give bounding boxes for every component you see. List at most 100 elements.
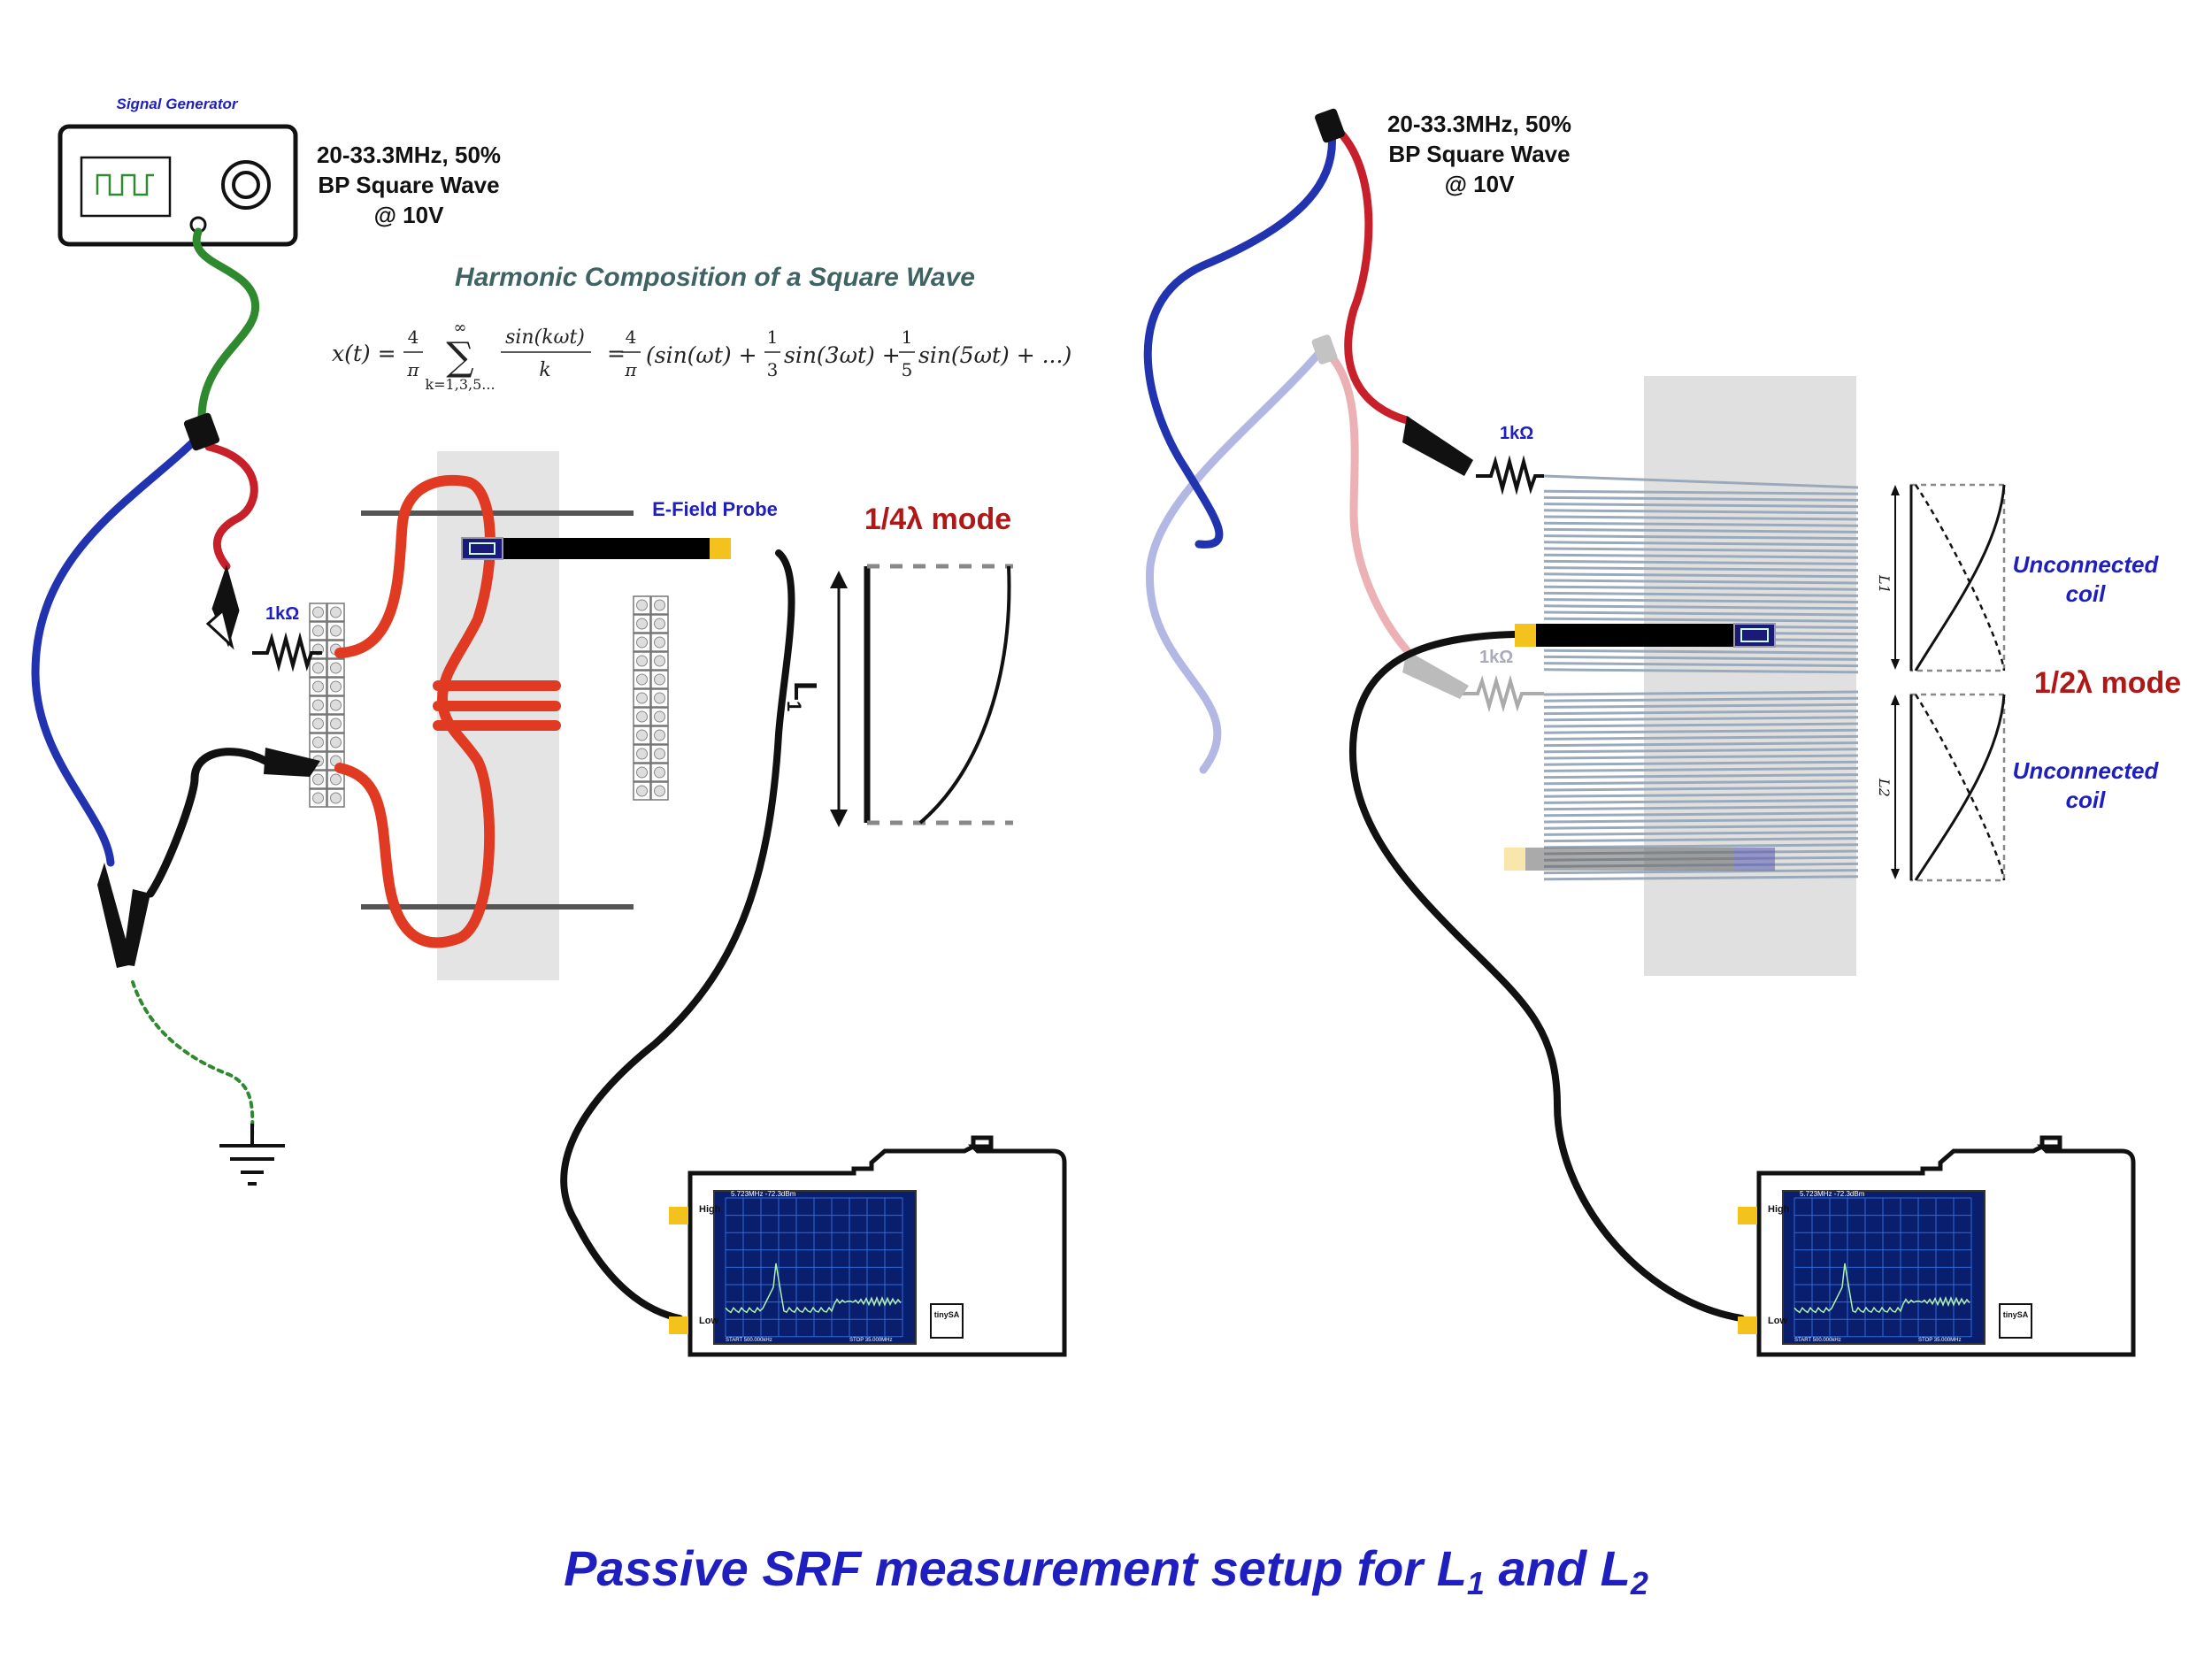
- port-low-label: Low: [699, 1316, 718, 1326]
- wire-junction-connector[interactable]: [183, 412, 220, 452]
- ferrite-core-left: [437, 451, 559, 980]
- formula-heading: Harmonic Composition of a Square Wave: [455, 263, 975, 292]
- brand-label: tinySA: [934, 1310, 960, 1319]
- alligator-clip-ground-pair[interactable]: [97, 863, 150, 968]
- marker-readout: 5.723MHz -72.3dBm: [1800, 1190, 1865, 1198]
- formula-lhs: x(t) =: [332, 341, 396, 366]
- start-freq: START 500.000kHz: [1794, 1338, 1841, 1343]
- formula-sum-top: ∞: [454, 319, 467, 337]
- formula-frac-num: sin(kωt): [505, 326, 585, 349]
- coil-top-label-1: Unconnected: [2013, 551, 2160, 578]
- resistor-icon-right: [1476, 455, 1544, 495]
- half-wave-mode-label: 1/2λ mode: [2034, 666, 2181, 700]
- coil-bottom-label-1: Unconnected: [2013, 757, 2160, 784]
- quarter-wave-mode-label: 1/4λ mode: [864, 503, 1011, 536]
- resistor-label-ghost: 1kΩ: [1479, 648, 1513, 667]
- right-spec-line-2: BP Square Wave: [1388, 141, 1570, 167]
- alligator-clip-red[interactable]: [205, 564, 240, 650]
- formula-pi-2: π: [624, 359, 637, 380]
- e-field-probe-left[interactable]: E-Field Probe: [461, 498, 778, 560]
- probe-right-tip: [1733, 623, 1776, 648]
- probe-right-connector: [1515, 624, 1536, 647]
- spec-line-1: 20-33.3MHz, 50%: [317, 142, 501, 168]
- coil-l1: [334, 474, 561, 948]
- wave-label-l1: L1: [1876, 574, 1893, 594]
- square-wave-formula: Harmonic Composition of a Square Wave x(…: [332, 263, 1071, 393]
- ground-symbol-icon: [219, 1124, 285, 1186]
- port-high-connector[interactable]: [669, 1207, 688, 1224]
- probe-label: E-Field Probe: [652, 498, 778, 520]
- right-spec-line-1: 20-33.3MHz, 50%: [1387, 111, 1571, 137]
- e-field-probe-right[interactable]: [1515, 623, 1776, 648]
- generator-spec-text: 20-33.3MHz, 50% BP Square Wave @ 10V: [317, 142, 501, 228]
- resistor-label-left: 1kΩ: [265, 604, 299, 624]
- tinysa-logo: [1999, 1303, 2032, 1339]
- formula-fifth-num: 1: [902, 326, 913, 348]
- resistor-icon-left: [252, 632, 322, 672]
- generator-knob-inner: [232, 171, 260, 199]
- spec-line-2: BP Square Wave: [318, 172, 499, 198]
- right-wire-connector[interactable]: [1314, 108, 1346, 144]
- sigma-icon: ∑: [446, 334, 473, 380]
- formula-sum-bottom: k=1,3,5...: [425, 376, 495, 393]
- formula-four-1: 4: [408, 326, 419, 348]
- ferrite-core-right: [1644, 376, 1856, 976]
- marker-readout: 5.723MHz -72.3dBm: [731, 1190, 796, 1198]
- wave-label-l2: L2: [1876, 778, 1893, 797]
- port-low-connector[interactable]: [669, 1316, 688, 1334]
- left-wiring: [31, 227, 795, 1322]
- port-high-label: High: [699, 1204, 721, 1215]
- resistor-label-right: 1kΩ: [1500, 424, 1533, 443]
- formula-third-den: 3: [767, 359, 779, 380]
- right-spec-line-3: @ 10V: [1445, 171, 1515, 197]
- formula-third-num: 1: [767, 326, 779, 348]
- formula-four-2: 4: [626, 326, 637, 348]
- signal-generator: Signal Generator: [58, 96, 298, 247]
- formula-expansion: (sin(ωt) +: [646, 342, 757, 368]
- formula-third-term: sin(3ωt) +: [784, 342, 901, 368]
- port-high-connector[interactable]: [1738, 1207, 1757, 1224]
- brand-label: tinySA: [2003, 1310, 2029, 1319]
- generator-screen: [80, 156, 172, 218]
- probe-tip-window: [469, 542, 495, 555]
- coil-top-label-2: coil: [2066, 580, 2107, 607]
- formula-equals: =: [607, 341, 626, 366]
- signal-generator-title: Signal Generator: [117, 96, 239, 112]
- right-wiring: [1143, 128, 1745, 1322]
- quarter-wave-diagram: 1/4λ mode L1: [783, 503, 1013, 827]
- stop-freq: STOP 35.000MHz: [1918, 1338, 1961, 1343]
- terminal-strip-left: [309, 603, 345, 808]
- diagram-caption: Passive SRF measurement setup for L1 and…: [564, 1540, 1648, 1601]
- alligator-clip-ghost: [1402, 650, 1469, 699]
- half-wave-diagrams: L1 L2 Unconnected coil 1/2λ mode Unconne…: [1876, 483, 2181, 882]
- formula-fifth-den: 5: [902, 359, 913, 380]
- alligator-clip-right[interactable]: [1402, 416, 1473, 476]
- formula-frac-den: k: [539, 359, 550, 381]
- terminal-strip-right: [633, 595, 669, 801]
- resistor-icon-ghost: [1460, 674, 1544, 713]
- probe-connector: [710, 538, 731, 559]
- spectrum-trace: [725, 1263, 902, 1314]
- e-field-probe-right-ghost: [1504, 848, 1775, 871]
- square-wave-icon: [96, 173, 154, 196]
- port-low-connector[interactable]: [1738, 1316, 1757, 1334]
- length-label-l1: L1: [783, 681, 824, 711]
- port-low-label: Low: [1768, 1316, 1787, 1326]
- spectrum-trace: [1793, 1263, 1970, 1314]
- formula-fifth-term: sin(5ωt) + ...): [918, 342, 1071, 368]
- right-spec-text: 20-33.3MHz, 50% BP Square Wave @ 10V: [1387, 111, 1571, 197]
- probe-right-shaft: [1536, 624, 1734, 647]
- probe-tip: [461, 537, 503, 560]
- stop-freq: STOP 35.000MHz: [849, 1338, 892, 1343]
- alligator-clip-black[interactable]: [264, 748, 320, 777]
- right-wiring-ghost: [1146, 334, 1411, 774]
- spec-line-3: @ 10V: [374, 202, 444, 228]
- start-freq: START 500.000kHz: [726, 1338, 772, 1343]
- coil-bottom-label-2: coil: [2066, 787, 2107, 813]
- tinysa-logo: [930, 1303, 964, 1339]
- port-high-label: High: [1768, 1204, 1790, 1215]
- formula-pi-1: π: [406, 359, 419, 380]
